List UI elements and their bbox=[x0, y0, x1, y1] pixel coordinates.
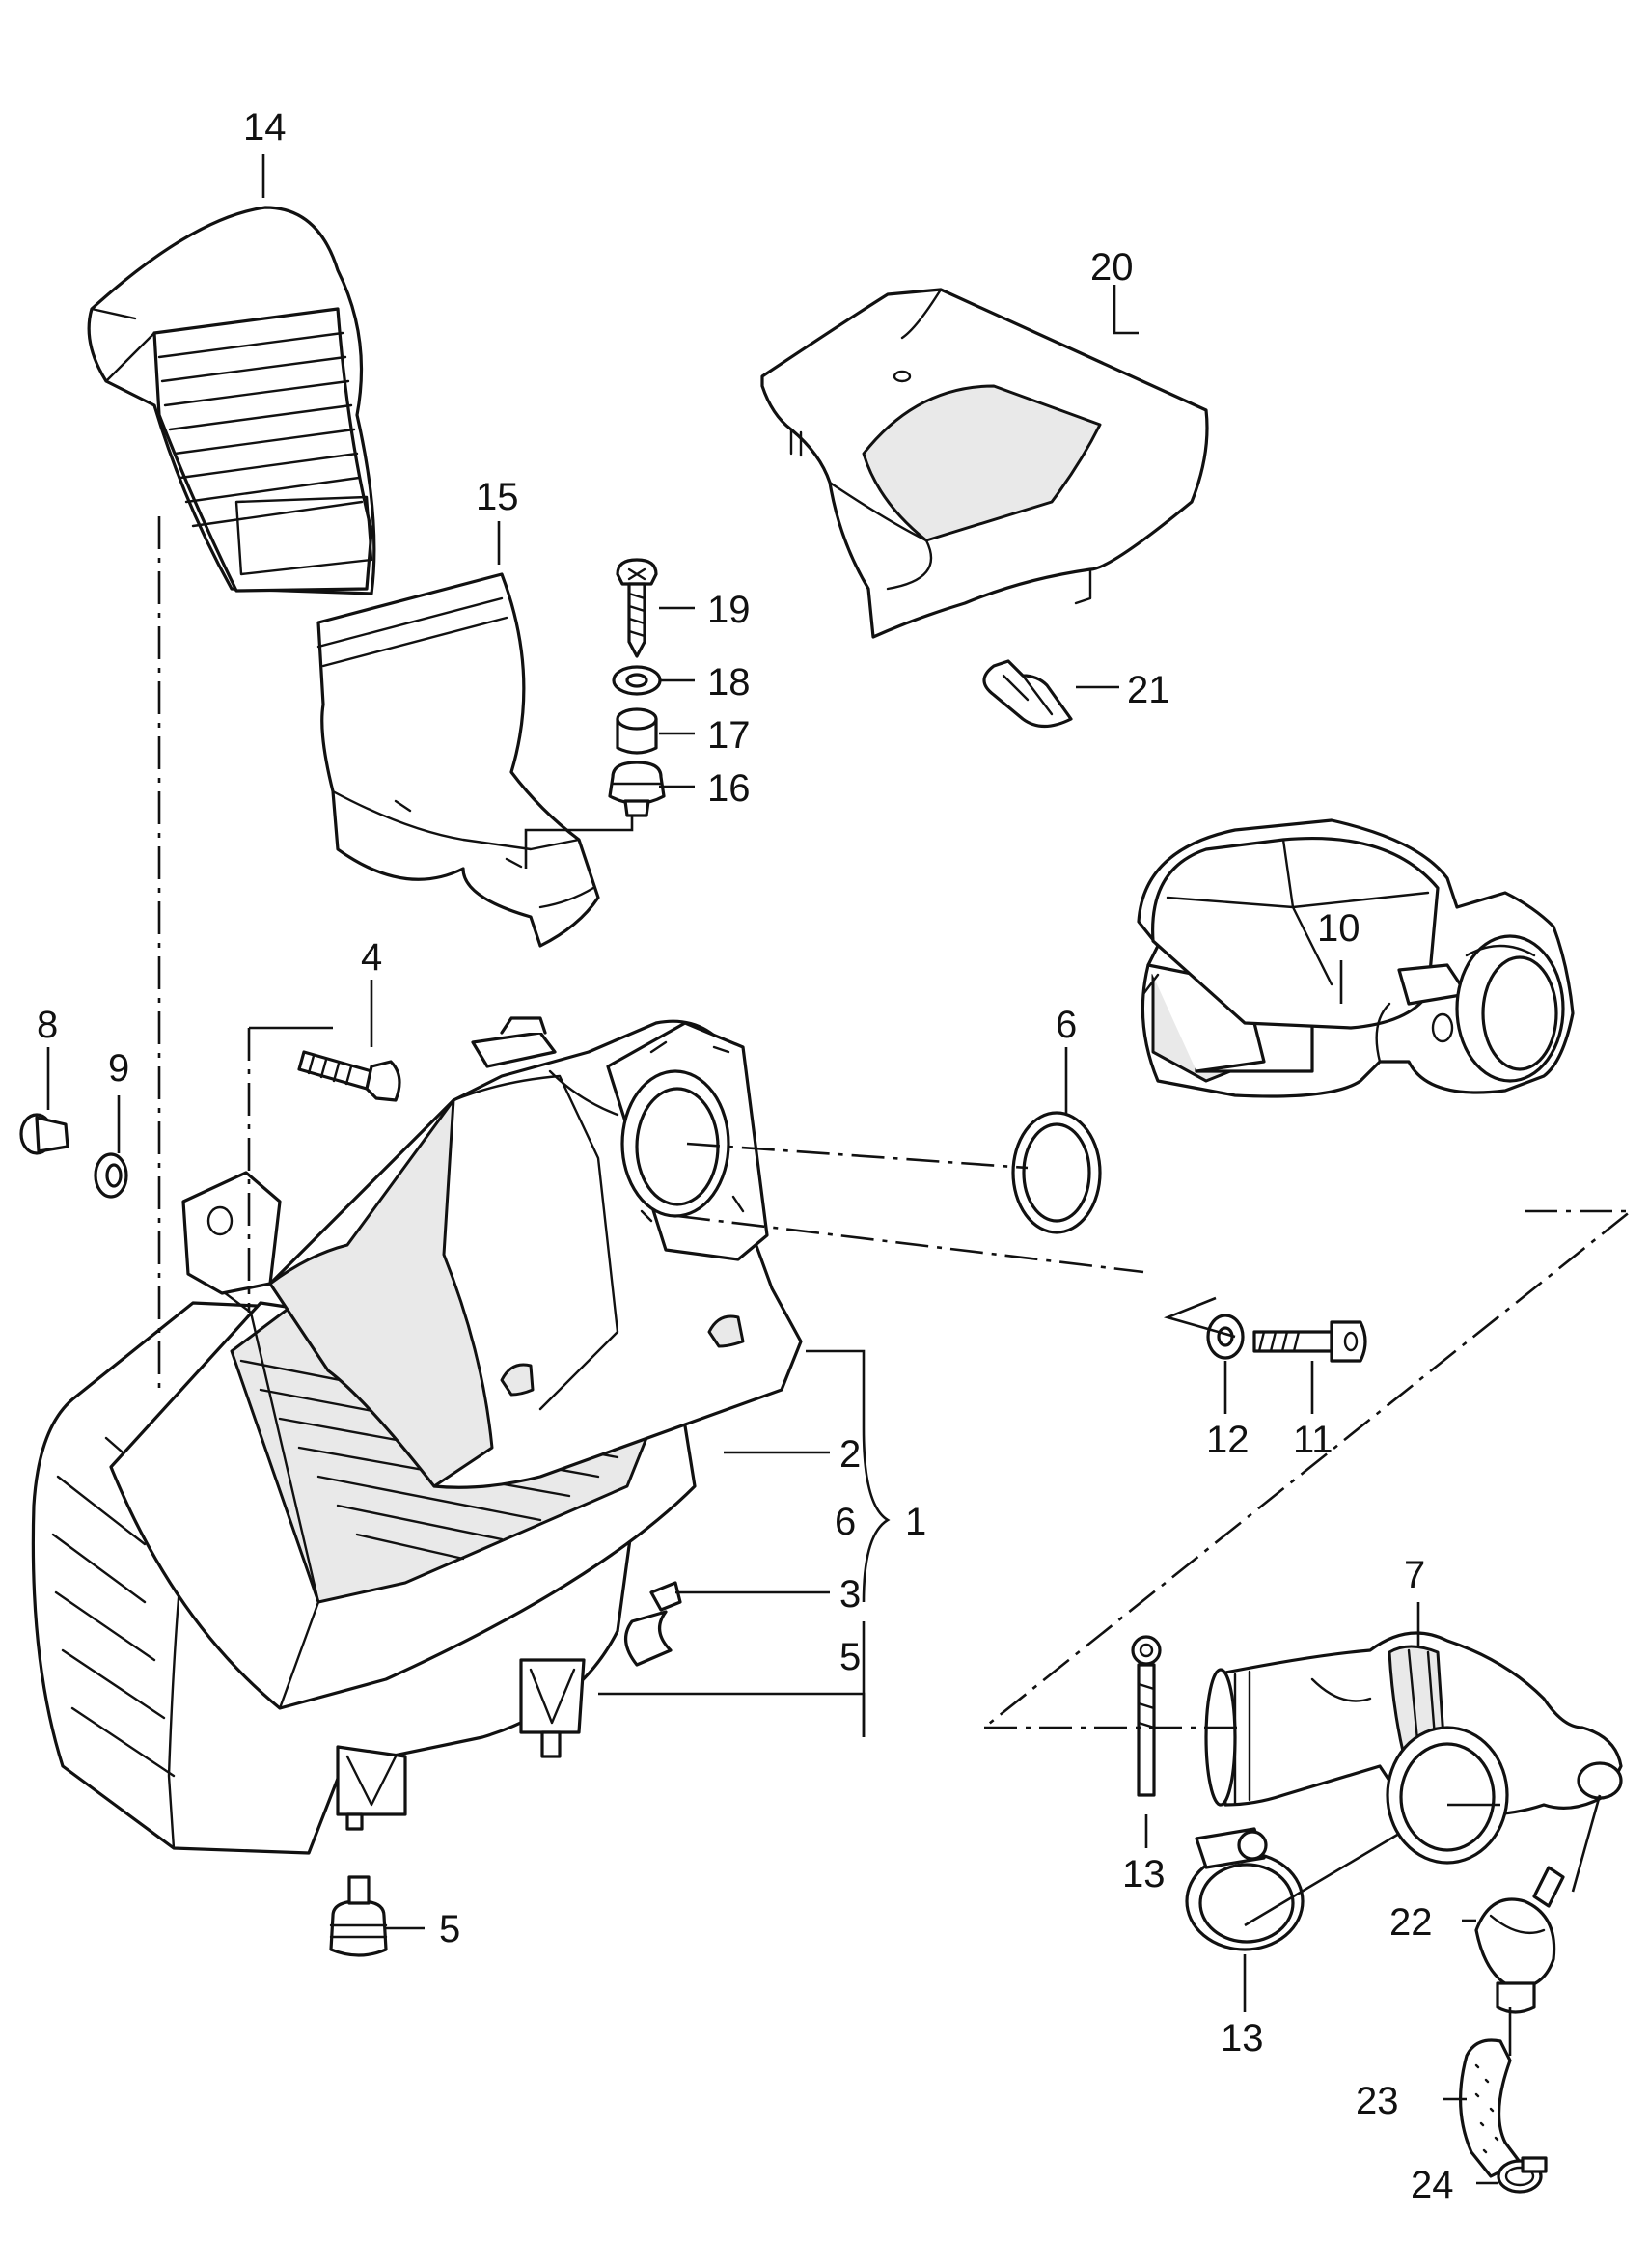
part-4-bolt bbox=[297, 1050, 401, 1102]
callout-21: 21 bbox=[1127, 669, 1170, 711]
part-22-valve bbox=[1474, 1866, 1565, 2014]
part-7-intake-hose bbox=[1204, 1631, 1623, 1865]
part-23-hose bbox=[1458, 2038, 1522, 2178]
callout-8: 8 bbox=[37, 1004, 58, 1046]
callout-12: 12 bbox=[1206, 1419, 1250, 1461]
part-6-seal-ring bbox=[1011, 1111, 1102, 1234]
callout-15: 15 bbox=[476, 476, 519, 518]
callout-2: 2 bbox=[839, 1433, 861, 1476]
callout-13-clamp: 13 bbox=[1221, 2017, 1264, 2060]
part-13-screw bbox=[1131, 1635, 1162, 1797]
part-11-bolt bbox=[1252, 1320, 1367, 1363]
callout-5-mount: 5 bbox=[439, 1908, 460, 1950]
callout-18: 18 bbox=[707, 661, 751, 704]
part-9-grommet bbox=[94, 1152, 128, 1199]
callout-10: 10 bbox=[1317, 907, 1360, 950]
callout-labels: 14 15 20 19 18 17 16 21 10 6 4 8 9 12 11… bbox=[37, 106, 1454, 2206]
part-15-air-guide bbox=[316, 572, 600, 948]
part-10-air-mass-meter bbox=[1137, 818, 1575, 1098]
part-1-air-filter-housing bbox=[31, 1016, 803, 1855]
callout-5-housing: 5 bbox=[839, 1636, 861, 1678]
part-13-hose-clamp bbox=[1185, 1827, 1305, 1951]
assembly-lines bbox=[157, 516, 1635, 2056]
callout-3: 3 bbox=[839, 1573, 861, 1616]
part-20-cover bbox=[760, 288, 1209, 639]
callout-20: 20 bbox=[1090, 246, 1134, 289]
callout-17: 17 bbox=[707, 714, 751, 757]
callout-6-seal: 6 bbox=[1056, 1004, 1077, 1046]
callout-7: 7 bbox=[1404, 1554, 1425, 1596]
part-5-rubber-mount bbox=[329, 1875, 388, 1957]
callout-11: 11 bbox=[1293, 1419, 1333, 1461]
callout-4: 4 bbox=[361, 936, 382, 979]
part-12-washer bbox=[1206, 1314, 1245, 1360]
callout-1: 1 bbox=[905, 1501, 926, 1543]
part-19-screw bbox=[616, 558, 658, 658]
callout-24: 24 bbox=[1411, 2164, 1454, 2206]
callout-9: 9 bbox=[108, 1047, 129, 1090]
callout-19: 19 bbox=[707, 589, 751, 631]
callout-leaders bbox=[46, 154, 1498, 2185]
callout-14: 14 bbox=[243, 106, 287, 149]
part-17-spacer bbox=[616, 707, 658, 755]
callout-23: 23 bbox=[1356, 2080, 1399, 2122]
callout-16: 16 bbox=[707, 767, 751, 810]
part-21-clip bbox=[982, 659, 1073, 729]
part-16-grommet bbox=[608, 761, 666, 817]
part-18-washer bbox=[612, 665, 662, 696]
part-8-push-clip bbox=[19, 1113, 69, 1155]
callout-6-housing: 6 bbox=[835, 1501, 856, 1543]
part-24-hose-clamp bbox=[1497, 2156, 1548, 2194]
grommet-connector-line bbox=[524, 816, 634, 869]
callout-13-screw: 13 bbox=[1122, 1853, 1166, 1895]
part-14-intake-duct bbox=[87, 206, 376, 595]
callout-22: 22 bbox=[1389, 1901, 1433, 1944]
